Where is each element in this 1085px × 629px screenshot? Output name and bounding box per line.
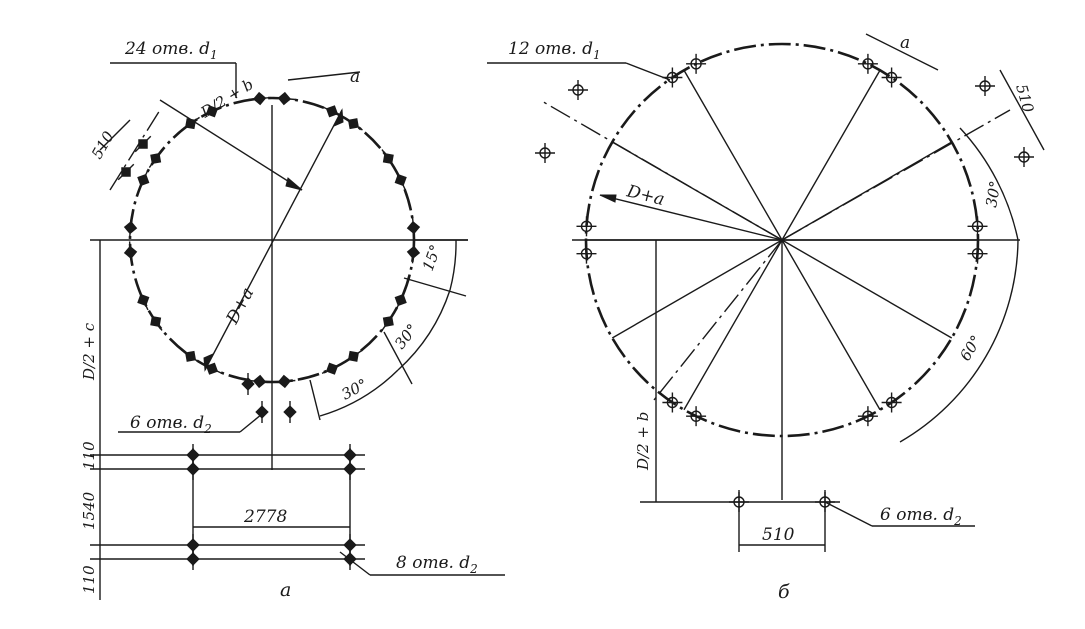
angle-15-label-a: 15° [419,242,445,273]
hole-tick [128,216,133,239]
angle-60-label-b: 60° [956,332,985,364]
hole-tick [138,289,149,311]
hole-tick [321,106,343,117]
dim-510-label-a: 510 [88,128,118,162]
radial-line [683,239,783,411]
dim-2778-label: 2778 [243,507,287,527]
hole-tick [128,241,133,264]
dim-line-D-plus-a-a [204,109,343,371]
leader-6-holes-d2-a-diag [239,413,263,433]
arrow-D-plus-a-start-a [203,352,215,372]
caption-a: а [280,579,291,601]
dim-line-a-b [865,33,939,71]
hole-tick [395,289,406,311]
hole-tick [344,349,363,364]
angle-ray-a-3 [383,331,413,385]
angle-ray-a-4 [309,379,321,421]
hole-tick [181,116,200,131]
label-24-holes-d1: 24 отв. d1 [124,39,218,62]
lower-holes-a [186,373,357,570]
angle-30-label-b: 30° [982,179,1004,208]
hole-tick [344,116,363,131]
radial-outer-dashdot [781,109,1011,241]
figure-b: D+a 12 отв. d1 a 510 30° 60° D/2 + b 510… [487,33,1045,603]
label-12-holes-d1: 12 отв. d1 [508,39,601,62]
hole-tick [117,163,135,181]
holes-group-a [123,91,421,389]
angle-arc-15-a [449,239,457,291]
hole-tick [181,349,200,364]
label-6-holes-d2-b: 6 отв. d2 [880,505,962,528]
hole-tick [148,149,163,168]
arrow-half-D-plus-b-a [285,177,303,191]
hole-tick [248,379,271,384]
hole-tick [273,96,296,101]
angle-ray-a-2 [403,277,467,297]
outer-pair-axis [109,109,161,191]
leader-12-holes-d1-diag [625,62,671,81]
dim-half-D-plus-b-label-b: D/2 + b [634,412,652,471]
hole-tick [138,169,149,191]
hole-tick [321,363,343,374]
leader-8-holes-d2-diag [339,551,371,576]
hole-tick [201,106,223,117]
dim-line-a-a [287,71,361,81]
radial-line [781,239,881,411]
dim-line-510-right-b [999,69,1045,151]
radial-outer-dashdot [539,99,783,241]
dim-a-label-a: a [350,67,360,87]
dim-a-label-b: a [900,33,910,53]
angle-arc-30-bottom-a [319,369,399,417]
hole-tick [148,312,163,331]
leader-6-holes-d2-b [824,501,873,527]
radial-line [781,239,953,339]
dim-1540-label: 1540 [80,491,98,530]
angle-30-right-label-a: 30° [391,320,422,352]
dim-D-plus-a-label-a: D+a [222,284,258,328]
dim-line-510-a [99,119,131,151]
radial-outer-dashdot [653,239,783,401]
arrow-D-plus-a-end-a [332,108,344,128]
dim-110-top-label: 110 [80,441,98,470]
angle-arc-30-right-a [397,289,451,371]
dim-510-bottom-label-b: 510 [762,525,795,545]
dim-110-bottom-label: 110 [80,565,98,594]
dim-line-D-plus-a-b [599,194,783,241]
angle-arc-60-b [899,239,1019,443]
hole-tick [248,96,271,101]
dim-half-D-plus-b-label-a: D/2 + b [197,75,257,122]
radial-line [611,239,783,339]
arrow-D-plus-a-b [599,194,617,203]
radial-lines-b [539,69,1011,411]
dim-510-right-label-b: 510 [1012,82,1037,115]
hole-tick [411,241,416,264]
radial-line [683,69,783,241]
hole-tick [134,135,152,153]
holes-group-b [535,53,1034,427]
radial-line [781,69,881,241]
hole-tick [273,379,296,384]
angle-arc-30-b [959,127,1019,241]
dim-line-half-D-plus-b-a [159,99,303,191]
caption-b: б [778,581,790,603]
label-8-holes-d2: 8 отв. d2 [396,553,478,576]
figure-a: D+a D/2 + b 24 отв. d1 a 510 15° 30° 30°… [80,39,505,601]
label-6-holes-d2-a: 6 отв. d2 [130,413,212,436]
hole-tick [395,169,406,191]
dim-D-plus-a-label-b: D+a [624,181,667,210]
hole-tick [381,312,396,331]
angle-30-bottom-label-a: 30° [338,375,370,403]
outer-hole-pair-a [109,109,161,191]
dim-half-D-plus-c-label: D/2 + c [80,322,98,381]
hole-tick [381,149,396,168]
hole-tick [411,216,416,239]
